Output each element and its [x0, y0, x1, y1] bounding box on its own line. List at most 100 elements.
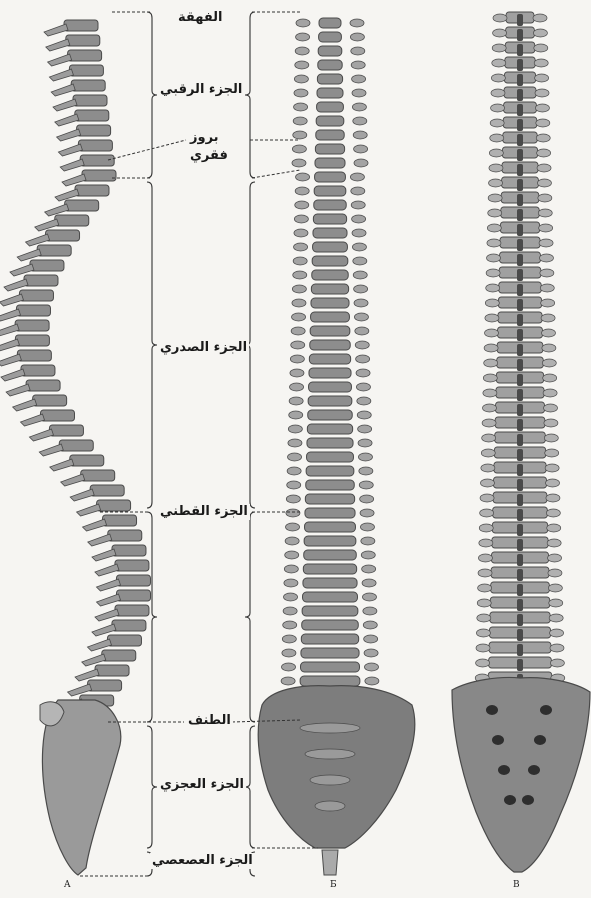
label-cervical-region: الجزء الرقبي: [158, 82, 244, 98]
anterior-transverse-process-right: [357, 411, 371, 419]
lateral-spinous-process: [88, 534, 112, 546]
leader-line: [108, 140, 186, 160]
label-vertebra-prominens-2: فقري: [188, 148, 230, 164]
anterior-transverse-process-left: [282, 663, 296, 671]
posterior-transverse-process-right: [542, 344, 556, 352]
anterior-sacral-ridge: [315, 801, 345, 811]
posterior-transverse-process-left: [485, 314, 499, 322]
label-coccygeal-region: الجزء العصعصي: [150, 853, 255, 869]
posterior-transverse-process-left: [487, 254, 501, 262]
anterior-transverse-process-left: [285, 551, 299, 559]
posterior-spinous-process: [517, 269, 523, 281]
lateral-vertebral-body: [116, 575, 150, 586]
lateral-spinous-process: [50, 459, 74, 471]
anterior-transverse-process-right: [360, 495, 374, 503]
anterior-vertebral-body: [309, 354, 350, 364]
lateral-spinous-process: [92, 624, 116, 636]
lateral-vertebral-body: [65, 200, 99, 211]
posterior-spinous-process: [517, 449, 523, 461]
lateral-spinous-process: [39, 444, 63, 456]
anterior-transverse-process-left: [295, 47, 309, 55]
anterior-transverse-process-left: [296, 33, 310, 41]
lateral-vertebral-body: [64, 20, 98, 31]
anterior-transverse-process-left: [286, 495, 300, 503]
posterior-transverse-process-right: [537, 149, 551, 157]
anterior-sacral-ridge: [305, 749, 355, 759]
posterior-transverse-process-left: [485, 299, 499, 307]
posterior-spinous-process: [517, 629, 523, 641]
posterior-transverse-process-right: [538, 194, 552, 202]
posterior-transverse-process-right: [547, 524, 561, 532]
anterior-vertebral-body: [301, 648, 359, 658]
posterior-spinous-process: [517, 404, 523, 416]
anterior-transverse-process-left: [293, 117, 307, 125]
posterior-transverse-process-right: [542, 359, 556, 367]
posterior-transverse-process-left: [492, 59, 506, 67]
anterior-transverse-process-right: [362, 579, 376, 587]
anterior-vertebral-body: [309, 382, 352, 392]
posterior-transverse-process-left: [482, 404, 496, 412]
anterior-transverse-process-right: [363, 607, 377, 615]
lateral-vertebral-body: [81, 470, 115, 481]
posterior-transverse-process-right: [539, 224, 553, 232]
posterior-spinous-process: [517, 509, 523, 521]
posterior-transverse-process-right: [533, 14, 547, 22]
posterior-transverse-process-right: [541, 314, 555, 322]
anterior-vertebral-body: [308, 396, 352, 406]
anterior-transverse-process-right: [356, 355, 370, 363]
posterior-transverse-process-left: [476, 659, 490, 667]
posterior-transverse-process-right: [544, 404, 558, 412]
lateral-vertebral-body: [17, 350, 51, 361]
lateral-spinous-process: [57, 129, 81, 141]
anterior-vertebral-body: [311, 298, 349, 308]
posterior-transverse-process-left: [483, 389, 497, 397]
anterior-vertebral-body: [305, 522, 356, 532]
lateral-vertebral-body: [80, 155, 114, 166]
anterior-transverse-process-left: [283, 607, 297, 615]
posterior-spinous-process: [517, 434, 523, 446]
posterior-transverse-process-right: [536, 119, 550, 127]
right-bracket-sacral: [245, 726, 255, 848]
posterior-spinous-process: [517, 374, 523, 386]
posterior-spinous-process: [517, 164, 523, 176]
right-bracket-lumbar: [245, 512, 255, 722]
anterior-vertebral-body: [315, 158, 345, 168]
posterior-spinous-process: [517, 59, 523, 71]
lateral-spinous-process: [77, 504, 101, 516]
posterior-transverse-process-right: [549, 599, 563, 607]
anterior-transverse-process-right: [362, 593, 376, 601]
anterior-transverse-process-left: [295, 201, 309, 209]
anterior-spine-view: [258, 18, 415, 875]
left-bracket-thoracic: [147, 182, 157, 508]
posterior-transverse-process-right: [550, 629, 564, 637]
posterior-transverse-process-right: [541, 329, 555, 337]
anterior-transverse-process-right: [352, 89, 366, 97]
lateral-spinous-process: [46, 39, 70, 51]
lateral-spinous-process: [0, 339, 19, 351]
anterior-transverse-process-left: [292, 313, 306, 321]
label-vertebra-prominens-1: بروز: [188, 130, 221, 146]
anterior-vertebral-body: [310, 326, 350, 336]
anterior-transverse-process-left: [286, 523, 300, 531]
posterior-spinous-process: [517, 584, 523, 596]
posterior-transverse-process-left: [481, 464, 495, 472]
lateral-spinous-process: [95, 564, 119, 576]
posterior-transverse-process-right: [543, 389, 557, 397]
anterior-transverse-process-right: [352, 103, 366, 111]
posterior-transverse-process-left: [476, 644, 490, 652]
posterior-spinous-process: [517, 344, 523, 356]
posterior-transverse-process-left: [488, 194, 502, 202]
posterior-spinous-process: [517, 389, 523, 401]
lateral-spinous-process: [0, 354, 21, 366]
anterior-vertebral-body: [310, 340, 350, 350]
anterior-transverse-process-right: [352, 75, 366, 83]
posterior-transverse-process-right: [548, 584, 562, 592]
posterior-spinous-process: [517, 299, 523, 311]
anterior-transverse-process-right: [358, 453, 372, 461]
anterior-transverse-process-left: [283, 621, 297, 629]
lateral-vertebral-body: [115, 605, 149, 616]
posterior-transverse-process-right: [540, 269, 554, 277]
anterior-transverse-process-right: [354, 159, 368, 167]
lateral-spinous-process: [68, 684, 92, 696]
posterior-spinous-process: [517, 524, 523, 536]
